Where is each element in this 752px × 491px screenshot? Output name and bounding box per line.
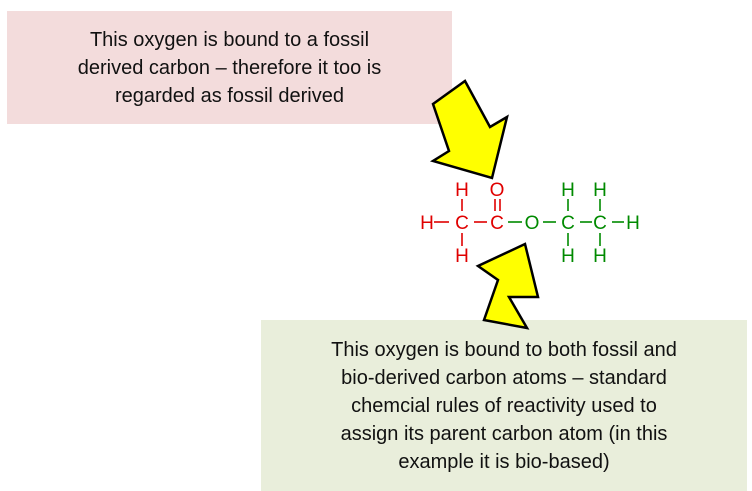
atom-o-ester: O	[525, 213, 540, 234]
bio-oxygen-callout: This oxygen is bound to both fossil and …	[261, 320, 747, 491]
atom-h-methyl-bottom: H	[455, 246, 469, 267]
atom-h-ethyl-c1-bottom: H	[561, 246, 575, 267]
atom-h-ethyl-c2-top: H	[593, 180, 607, 201]
atom-c-ethyl-1: C	[561, 213, 575, 234]
atom-c-carbonyl: C	[490, 213, 504, 234]
atom-h-ethyl-c1-top: H	[561, 180, 575, 201]
atom-h-methyl-left: H	[420, 213, 434, 234]
pointer-arrow-bio-oxygen	[475, 242, 540, 330]
fossil-bonds	[434, 199, 501, 246]
fossil-oxygen-callout: This oxygen is bound to a fossil derived…	[7, 11, 452, 124]
bio-atoms: O H C H H C H H	[525, 180, 640, 267]
bio-bonds	[508, 199, 624, 246]
atom-h-methyl-top: H	[455, 180, 469, 201]
atom-c-ethyl-2: C	[593, 213, 607, 234]
pointer-arrow-fossil-oxygen	[429, 79, 509, 180]
atom-h-ethyl-right: H	[626, 213, 640, 234]
atom-c-methyl: C	[455, 213, 469, 234]
atom-o-carbonyl: O	[490, 180, 505, 201]
atom-h-ethyl-c2-bottom: H	[593, 246, 607, 267]
fossil-atoms: H H C H O C	[420, 180, 504, 267]
